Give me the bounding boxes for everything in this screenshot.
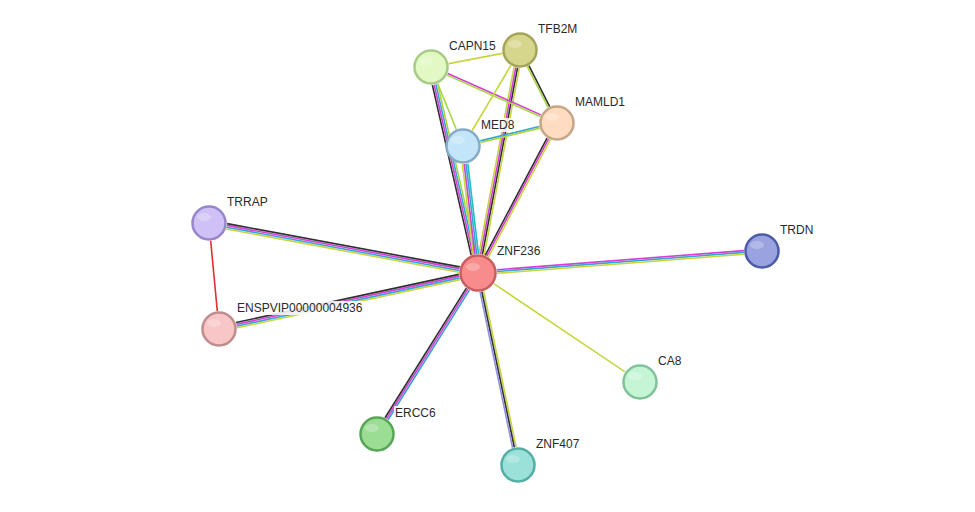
evidence-line <box>227 224 460 267</box>
interaction-edge <box>449 53 503 63</box>
evidence-line <box>237 278 460 326</box>
node-circle <box>201 311 237 347</box>
node-circle <box>539 105 575 141</box>
evidence-line <box>466 164 477 254</box>
node-disc <box>624 366 657 399</box>
node-circle <box>622 364 658 400</box>
node-circle <box>359 416 395 452</box>
interaction-edge <box>479 67 519 255</box>
node-shine <box>451 136 465 144</box>
interaction-edge <box>226 224 460 273</box>
evidence-line <box>484 291 516 447</box>
node-disc <box>746 235 779 268</box>
evidence-line <box>227 225 460 268</box>
evidence-line <box>468 164 479 254</box>
interaction-edge <box>494 284 625 372</box>
node-disc <box>504 34 537 67</box>
node-disc <box>193 207 226 240</box>
node-shine <box>506 455 520 463</box>
node-shine <box>365 424 379 432</box>
evidence-line <box>226 229 459 272</box>
node-circle <box>459 254 497 292</box>
evidence-line <box>485 138 547 255</box>
node-circle <box>413 49 449 85</box>
node-circle <box>191 205 227 241</box>
node-shine <box>419 57 433 65</box>
evidence-line <box>438 84 477 254</box>
evidence-line <box>480 292 512 448</box>
interaction-edge <box>432 84 476 255</box>
node-label: ENSPVIP00000004936 <box>236 301 363 315</box>
evidence-line <box>236 274 459 322</box>
interaction-edge <box>527 66 549 108</box>
node-disc <box>541 107 574 140</box>
node-shine <box>466 263 480 271</box>
evidence-line <box>529 66 550 107</box>
interaction-edge <box>385 288 469 420</box>
interaction-edge <box>485 138 550 257</box>
node-disc <box>415 51 448 84</box>
node-label: MAMLD1 <box>574 95 626 109</box>
evidence-line <box>385 288 466 418</box>
node-circle <box>445 128 481 164</box>
protein-node: CA8 <box>622 364 658 400</box>
protein-node: CAPN15 <box>413 49 449 85</box>
protein-node: ERCC6 <box>359 416 395 452</box>
node-disc <box>361 418 394 451</box>
node-label: MED8 <box>480 118 515 132</box>
evidence-line <box>449 53 503 63</box>
node-label: TRRAP <box>226 195 269 209</box>
protein-node: ZNF236 <box>459 254 497 292</box>
evidence-line <box>494 284 625 372</box>
node-shine <box>197 213 211 221</box>
protein-node: MAMLD1 <box>539 105 575 141</box>
evidence-line <box>487 139 549 256</box>
node-shine <box>508 40 522 48</box>
node-shine <box>207 319 221 327</box>
evidence-line <box>236 276 459 324</box>
node-shine <box>750 241 764 249</box>
node-shine <box>545 113 559 121</box>
node-label: TFB2M <box>537 22 578 36</box>
node-circle <box>744 233 780 269</box>
interaction-edge <box>480 291 516 448</box>
node-shine <box>628 372 642 380</box>
node-label: ERCC6 <box>394 406 437 420</box>
evidence-line <box>482 292 514 448</box>
evidence-line <box>211 241 218 311</box>
node-disc <box>502 449 535 482</box>
evidence-line <box>388 290 469 420</box>
protein-node: ENSPVIP00000004936 <box>201 311 237 347</box>
node-circle <box>500 447 536 483</box>
node-disc <box>461 256 496 291</box>
interaction-edge <box>236 274 460 327</box>
protein-node: MED8 <box>445 128 481 164</box>
evidence-line <box>227 227 460 270</box>
protein-node: TRRAP <box>191 205 227 241</box>
evidence-line <box>387 289 468 419</box>
node-label: ZNF407 <box>535 437 580 451</box>
evidence-line <box>488 140 550 257</box>
node-label: TRDN <box>779 223 814 237</box>
interaction-edge <box>211 241 218 311</box>
interaction-edge <box>462 164 478 255</box>
node-disc <box>447 130 480 163</box>
protein-node: TRDN <box>744 233 780 269</box>
node-label: ZNF236 <box>496 244 541 258</box>
interaction-edge <box>438 84 456 130</box>
evidence-line <box>527 66 548 107</box>
evidence-line <box>438 84 456 130</box>
node-circle <box>502 32 538 68</box>
protein-node: TFB2M <box>502 32 538 68</box>
node-label: CAPN15 <box>448 39 497 53</box>
node-label: CA8 <box>657 354 682 368</box>
node-disc <box>203 313 236 346</box>
protein-node: ZNF407 <box>500 447 536 483</box>
